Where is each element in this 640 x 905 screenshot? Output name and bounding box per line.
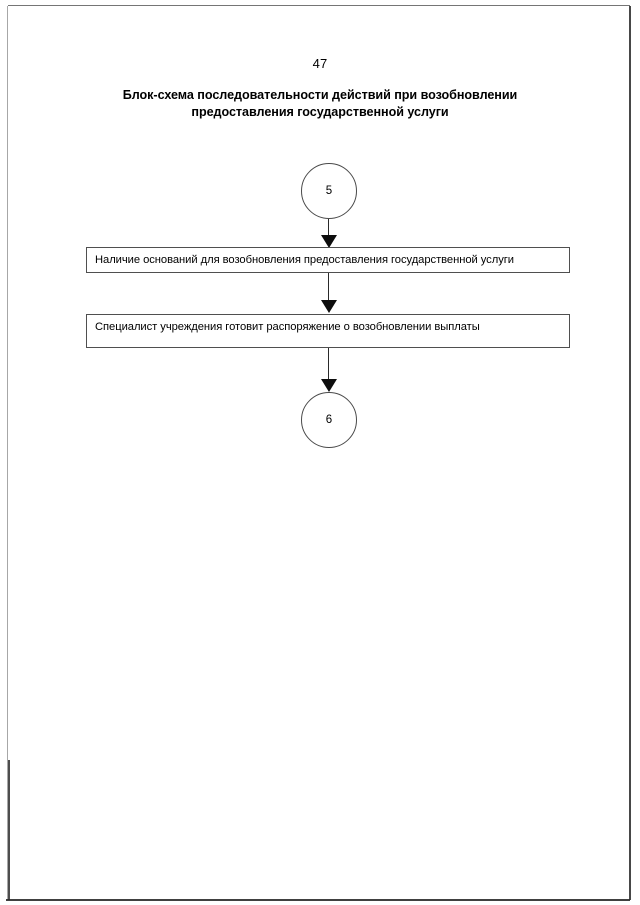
page-number: 47 <box>312 56 328 71</box>
flow-node-start-circle: 5 <box>301 163 357 219</box>
flow-node-start-label: 5 <box>325 185 333 197</box>
arrow-head-icon <box>321 379 337 392</box>
flow-node-end-circle: 6 <box>301 392 357 448</box>
flow-node-specialist-label: Специалист учреждения готовит распоряжен… <box>95 321 480 333</box>
flow-node-grounds-label: Наличие оснований для возобновления пред… <box>95 254 514 266</box>
flow-node-end-label: 6 <box>325 414 333 426</box>
connector-stem <box>328 348 330 380</box>
connector-stem <box>328 273 330 301</box>
arrow-head-icon <box>321 300 337 313</box>
flow-connector-arrow-down <box>318 219 340 249</box>
flow-node-grounds-box: Наличие оснований для возобновления пред… <box>86 247 570 273</box>
connector-stem <box>328 219 330 236</box>
page-title: Блок-схема последовательности действий п… <box>120 87 520 121</box>
page-title-line-1: Блок-схема последовательности действий п… <box>122 88 518 102</box>
page-edge-left-shadow <box>8 760 10 900</box>
page-edge-top <box>8 5 630 6</box>
page-edge-right <box>629 6 631 900</box>
flow-node-specialist-box: Специалист учреждения готовит распоряжен… <box>86 314 570 348</box>
page-edge-bottom <box>6 899 630 901</box>
page-title-line-2: предоставления государственной услуги <box>191 105 449 119</box>
arrow-head-icon <box>321 235 337 248</box>
page-edge-left <box>7 6 8 900</box>
flow-connector-arrow-down <box>318 273 340 315</box>
flow-connector-arrow-down <box>318 348 340 394</box>
